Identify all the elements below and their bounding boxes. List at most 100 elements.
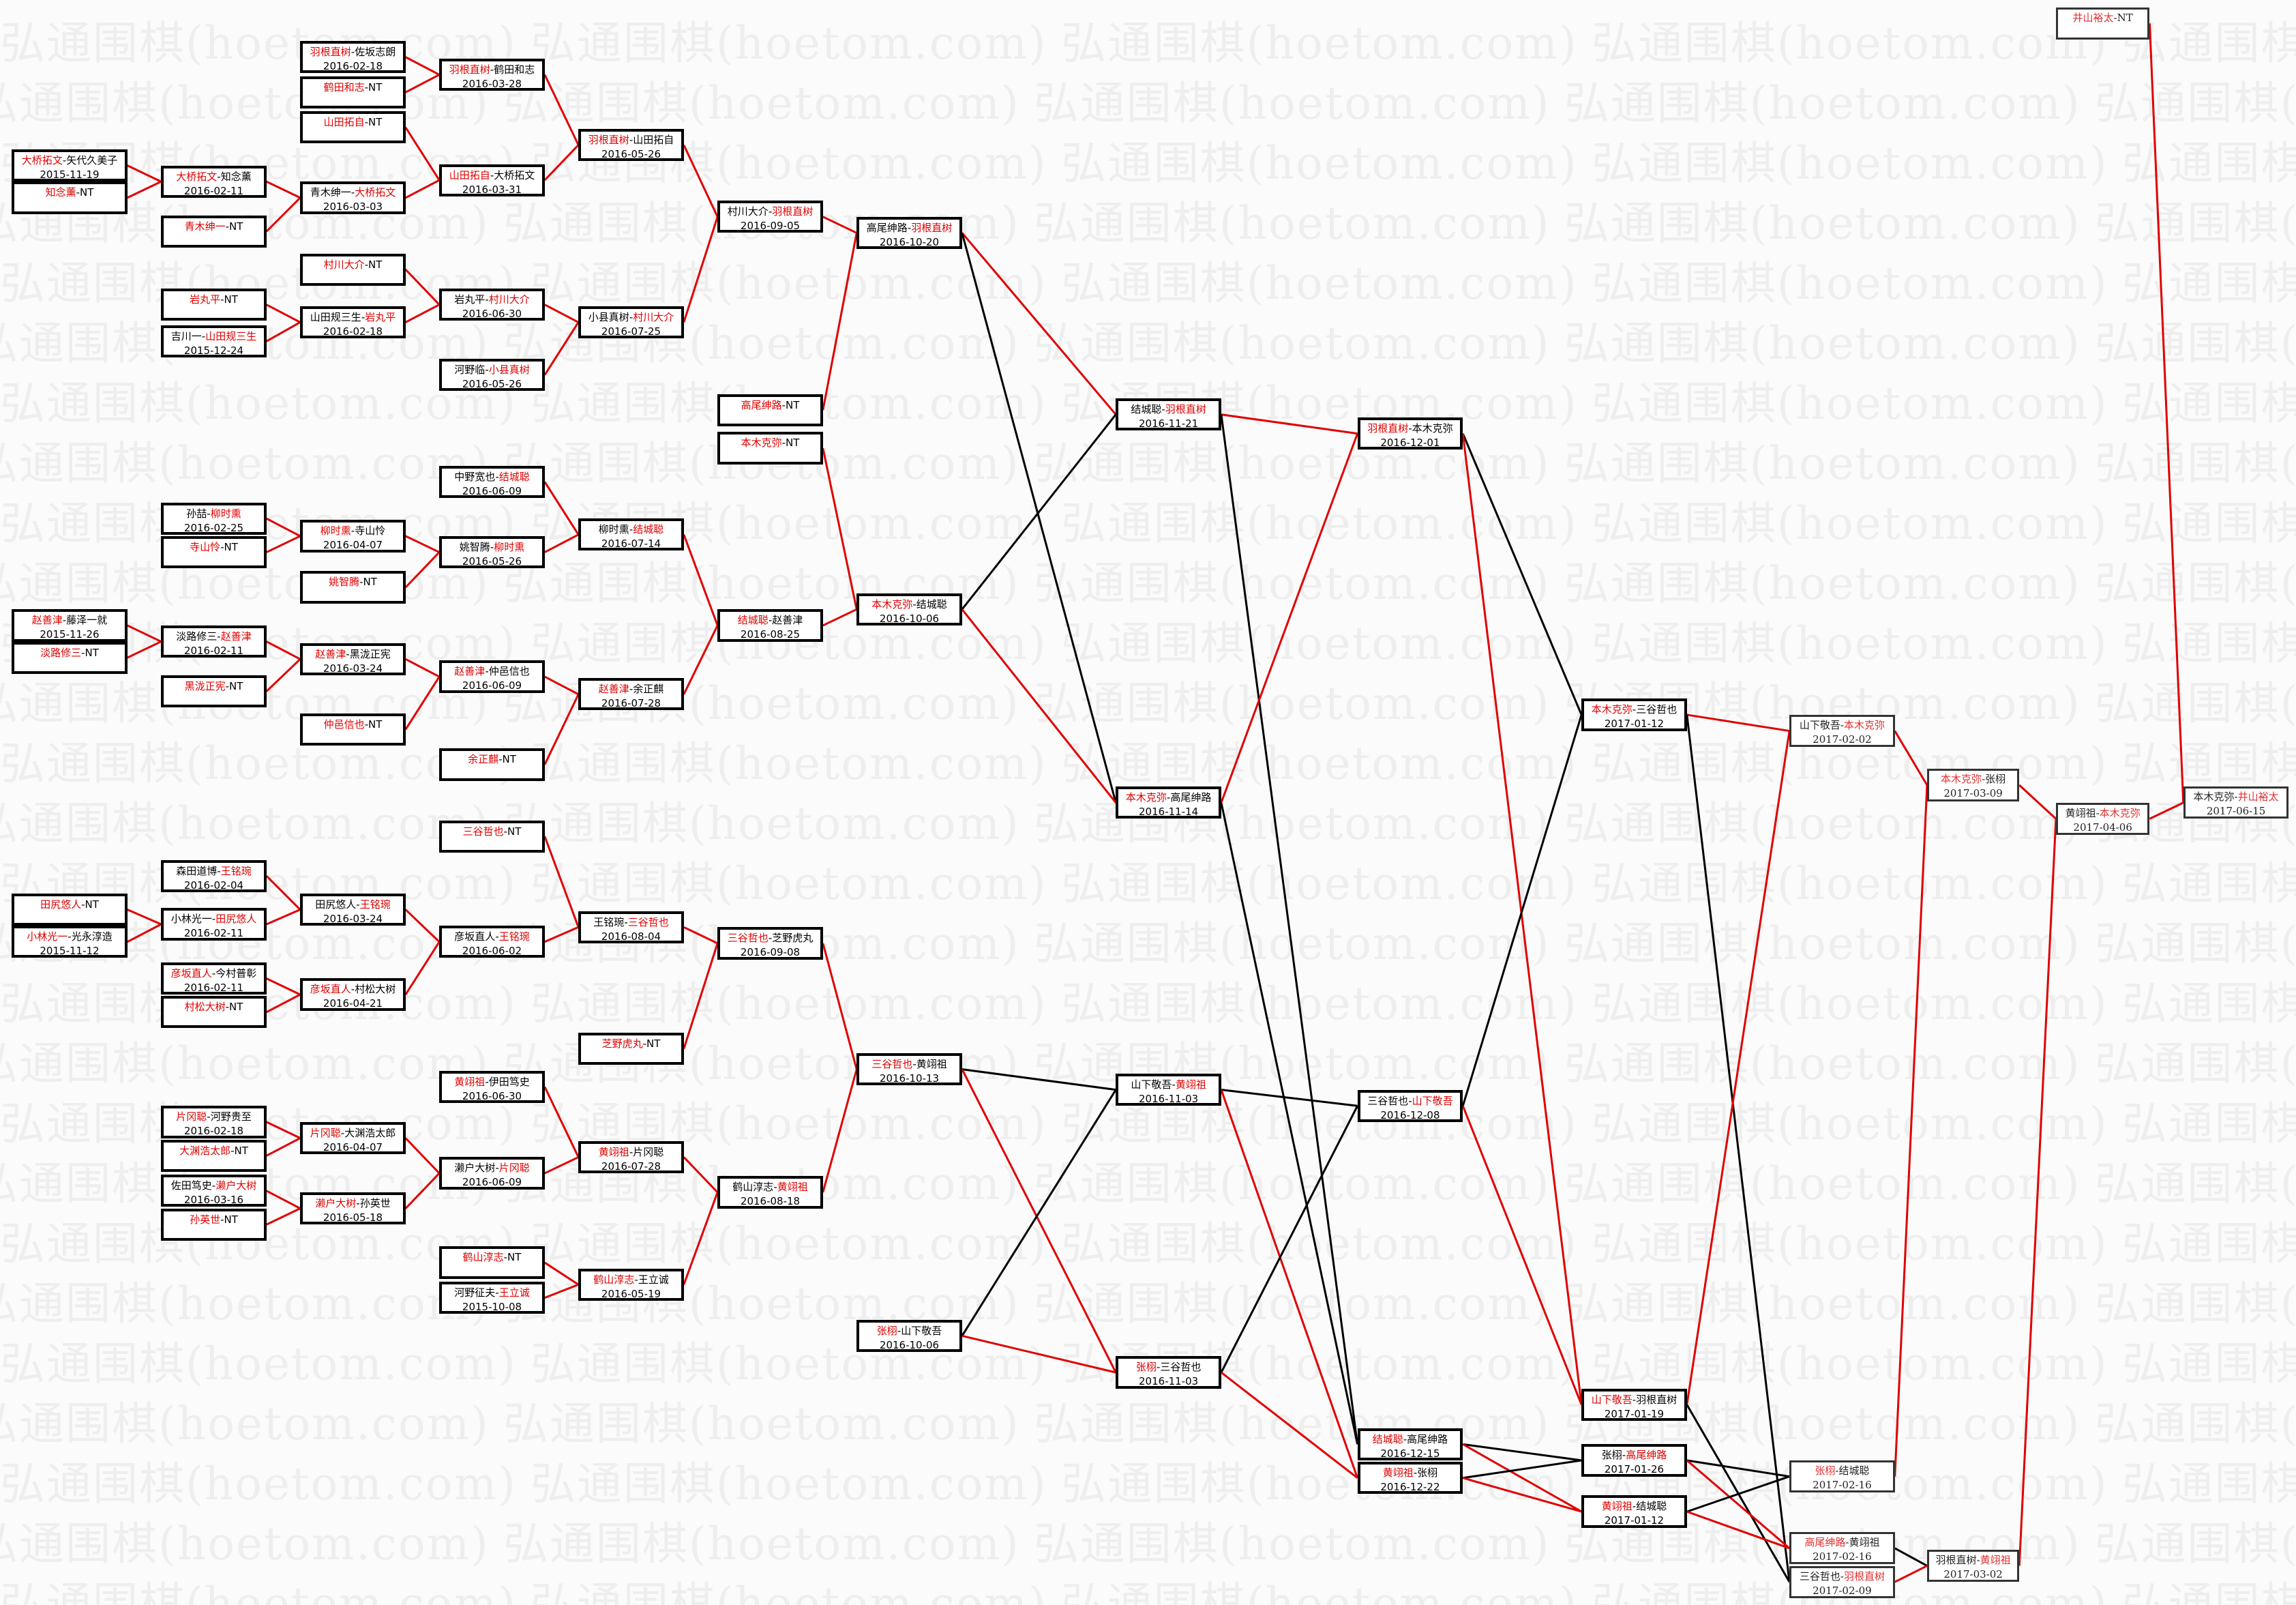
match-box[interactable]: 孙英世-NT xyxy=(161,1208,267,1241)
match-box[interactable]: 井山裕太-NT xyxy=(2055,7,2150,40)
match-box[interactable]: 知念薰-NT xyxy=(12,181,128,214)
match-box[interactable]: 寺山怜-NT xyxy=(161,535,267,569)
match-box[interactable]: 大渊浩太郎-NT xyxy=(161,1139,267,1172)
match-date: 2015-12-24 xyxy=(183,344,244,357)
match-players: 黄翊祖-本木克弥 xyxy=(2058,806,2147,821)
match-box[interactable]: 鹤山淳志-NT xyxy=(439,1246,545,1279)
winner-connector xyxy=(265,196,301,233)
match-box[interactable]: 村川大介-NT xyxy=(300,253,406,286)
match-box[interactable]: 黑泷正宪-NT xyxy=(161,675,267,708)
separator: - xyxy=(912,1057,916,1070)
match-box[interactable]: 青木绅一-NT xyxy=(161,215,267,248)
match-players: 赵善津-余正麒 xyxy=(581,682,681,696)
match-box[interactable]: 淡路修三-NT xyxy=(12,641,128,674)
player-2: 矢代久美子 xyxy=(66,154,118,167)
match-box[interactable]: 山田拓自-NT xyxy=(300,111,406,144)
match-box[interactable]: 余正麒-NT xyxy=(439,748,545,781)
match-box[interactable]: 本木克弥-NT xyxy=(717,432,823,465)
match-box[interactable]: 芝野虎丸-NT xyxy=(578,1032,684,1065)
match-box[interactable]: 村松大树-NT xyxy=(161,996,267,1029)
match-box[interactable]: 岩丸平-NT xyxy=(161,289,267,321)
match-box[interactable]: 三谷哲也-NT xyxy=(439,820,545,853)
player-2: NT xyxy=(229,220,243,233)
player-2: 濑户大树 xyxy=(215,1179,257,1192)
match-players: 三谷哲也-黄翊祖 xyxy=(859,1057,959,1072)
separator: - xyxy=(490,540,494,553)
match-box[interactable]: 仲邑信也-NT xyxy=(300,713,406,746)
separator: - xyxy=(225,220,230,233)
match-box[interactable]: 鹤田和志-NT xyxy=(300,76,406,108)
match-box[interactable]: 田尻悠人-NT xyxy=(12,893,128,926)
match-box[interactable]: 姚智腾-NT xyxy=(300,571,406,604)
match-box[interactable]: 高尾绅路-NT xyxy=(717,394,823,426)
